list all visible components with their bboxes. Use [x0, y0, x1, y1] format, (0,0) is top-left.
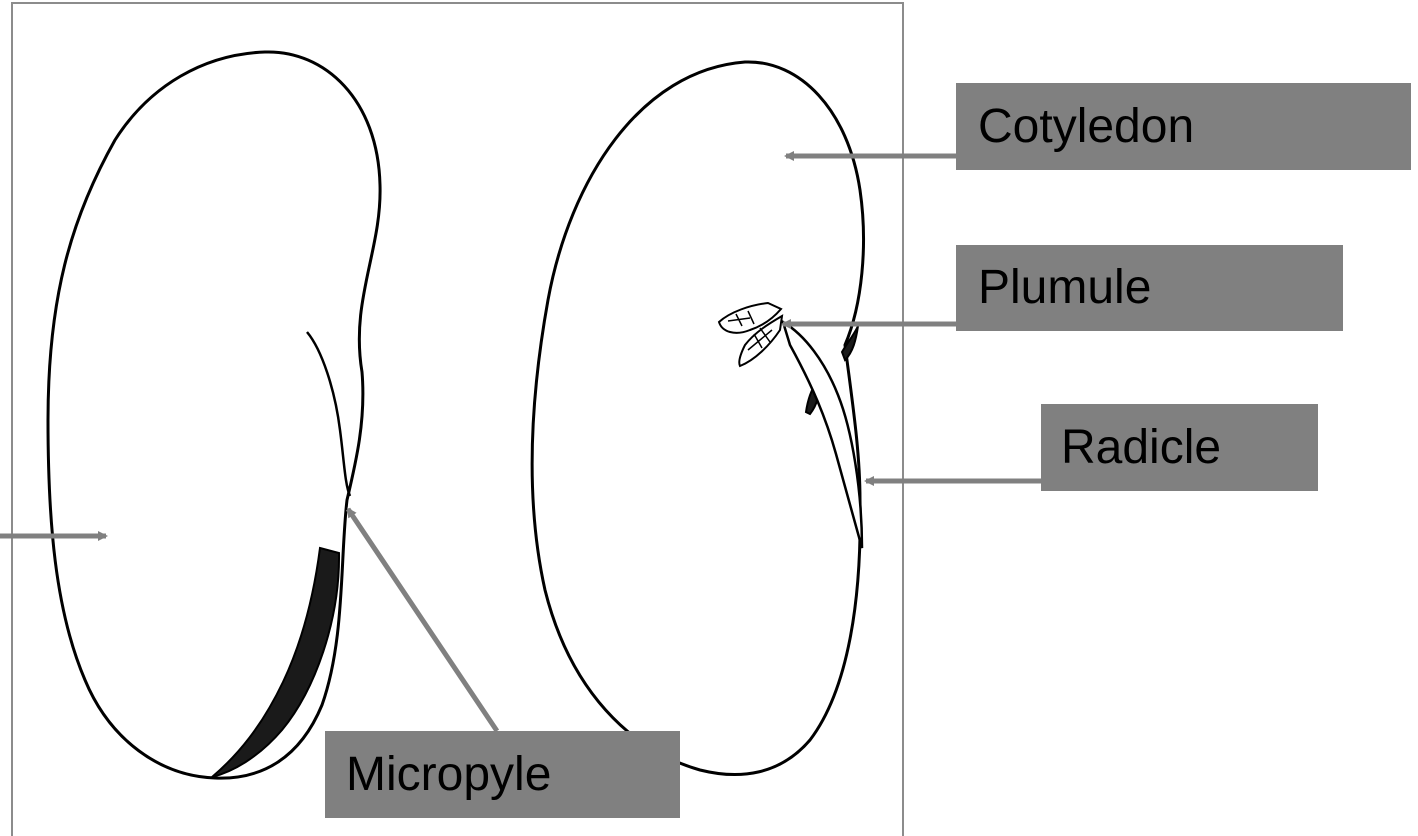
micropyle-label: Micropyle: [325, 731, 680, 818]
seed-coat-outline: [48, 52, 380, 778]
micropyle-pointer-arrow: [348, 509, 497, 731]
cotyledon-label: Cotyledon: [956, 83, 1411, 170]
plumule-label-text: Plumule: [978, 264, 1151, 312]
radicle-label: Radicle: [1041, 404, 1318, 491]
plumule-label: Plumule: [956, 245, 1343, 331]
radicle-label-text: Radicle: [1061, 424, 1221, 472]
cotyledon-label-text: Cotyledon: [978, 103, 1194, 151]
micropyle-label-text: Micropyle: [346, 751, 551, 799]
cotyledon-outline: [532, 62, 863, 775]
